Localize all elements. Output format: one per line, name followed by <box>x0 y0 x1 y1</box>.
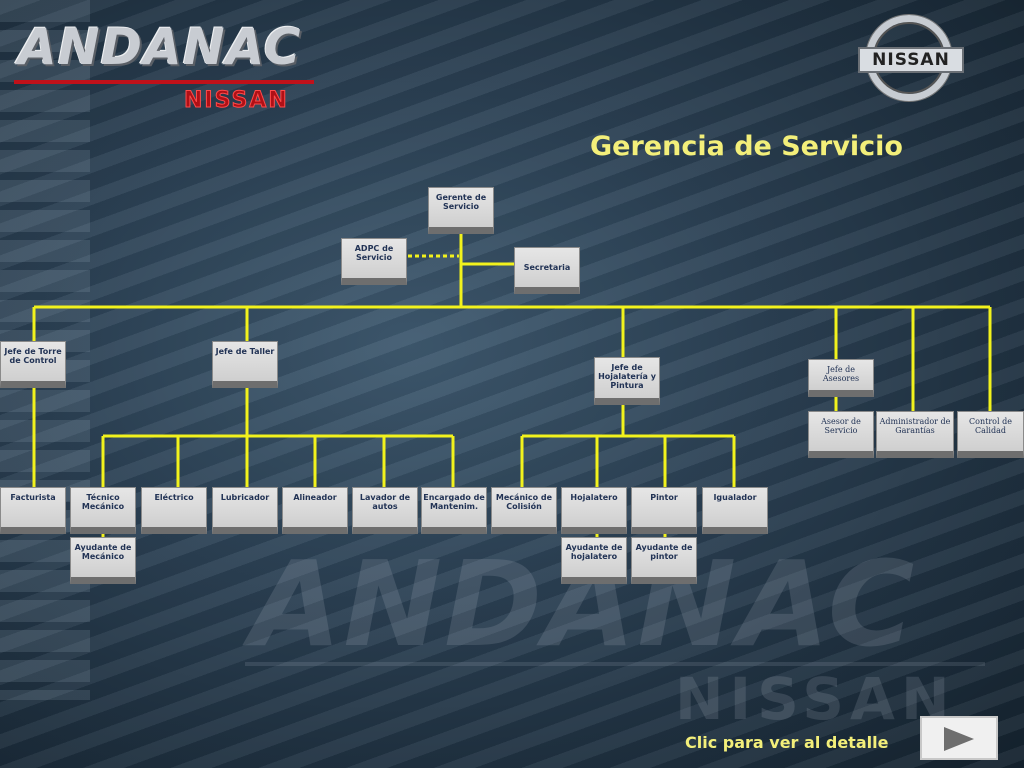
box-adpc-servicio[interactable]: ADPC de Servicio <box>341 238 407 285</box>
box-encargado-mantenimiento[interactable]: Encargado de Mantenim. <box>421 487 487 534</box>
box-administrador-garantias[interactable]: Administrador de Garantías <box>876 411 954 458</box>
andanac-logo: ANDANAC NISSAN <box>14 18 314 118</box>
play-arrow-icon <box>944 727 974 751</box>
watermark-nissan: NISSAN <box>675 665 956 733</box>
box-jefe-torre-control[interactable]: Jefe de Torre de Control <box>0 341 66 388</box>
box-alineador[interactable]: Alineador <box>282 487 348 534</box>
logo-red-bar <box>14 80 314 84</box>
box-facturista[interactable]: Facturista <box>0 487 66 534</box>
box-electrico[interactable]: Eléctrico <box>141 487 207 534</box>
box-ayudante-mecanico[interactable]: Ayudante de Mecánico <box>70 537 136 584</box>
nissan-badge-icon: NISSAN <box>858 15 964 107</box>
watermark-divider <box>245 662 985 666</box>
box-tecnico-mecanico[interactable]: Técnico Mecánico <box>70 487 136 534</box>
view-detail-text: Clic para ver al detalle <box>685 733 889 752</box>
box-lavador-autos[interactable]: Lavador de autos <box>352 487 418 534</box>
box-asesor-servicio[interactable]: Asesor de Servicio <box>808 411 874 458</box>
page-title: Gerencia de Servicio <box>590 131 903 162</box>
box-igualador[interactable]: Igualador <box>702 487 768 534</box>
box-gerente-servicio[interactable]: Gerente de Servicio <box>428 187 494 234</box>
box-control-calidad[interactable]: Control de Calidad <box>957 411 1024 458</box>
next-button[interactable] <box>920 716 998 760</box>
box-mecanico-colision[interactable]: Mecánico de Colisión <box>491 487 557 534</box>
badge-label: NISSAN <box>858 47 964 73</box>
logo-subtitle: NISSAN <box>184 88 289 114</box>
box-hojalatero[interactable]: Hojalatero <box>561 487 627 534</box>
box-pintor[interactable]: Pintor <box>631 487 697 534</box>
box-jefe-hojalateria[interactable]: Jefe de Hojalatería y Pintura <box>594 357 660 405</box>
box-jefe-asesores[interactable]: Jefe de Asesores <box>808 359 874 397</box>
logo-wordmark: ANDANAC <box>18 18 302 76</box>
box-ayudante-pintor[interactable]: Ayudante de pintor <box>631 537 697 584</box>
box-jefe-taller[interactable]: Jefe de Taller <box>212 341 278 388</box>
box-secretaria[interactable]: Secretaria <box>514 247 580 294</box>
box-lubricador[interactable]: Lubricador <box>212 487 278 534</box>
box-ayudante-hojalatero[interactable]: Ayudante de hojalatero <box>561 537 627 584</box>
